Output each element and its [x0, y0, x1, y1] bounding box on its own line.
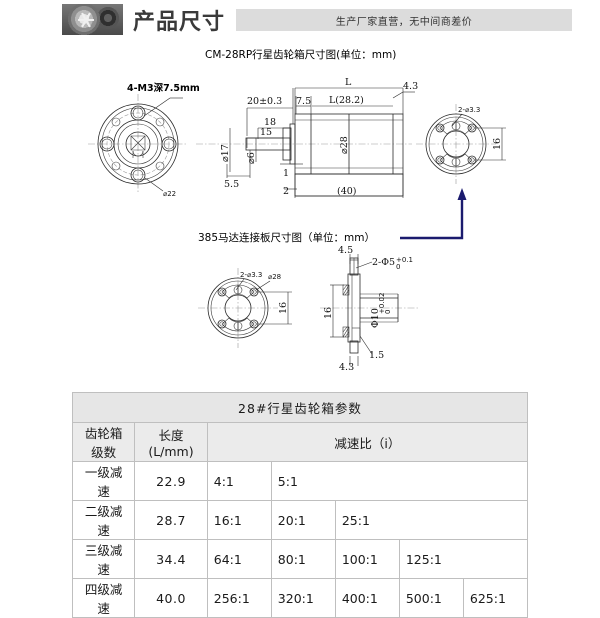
cell-length: 40.0	[134, 578, 208, 618]
cell-ratio: 5:1	[270, 461, 529, 501]
dim-bore-10: Φ10	[370, 308, 381, 328]
dim-section-16: 16	[323, 307, 334, 319]
dim-15: 15	[260, 127, 272, 138]
dim-18: 18	[264, 117, 276, 128]
table-row: 四级减速 40.0 256:1 320:1 400:1 500:1 625:1	[71, 578, 529, 618]
navy-arrow	[400, 188, 467, 240]
cell-ratio: 80:1	[270, 539, 336, 579]
dim-dia-17: ⌀17	[220, 144, 231, 162]
tol-bore-10-upper: +0.02	[378, 293, 386, 314]
header-banner: 生产厂家直营，无中间商差价	[236, 9, 572, 31]
cell-ratio: 125:1	[398, 539, 529, 579]
header-length: 长度(L/mm)	[134, 422, 208, 462]
tol-bore-5-upper: +0.1	[396, 256, 413, 264]
dim-1: 1	[283, 168, 289, 179]
motor-plate-front-view: 2-⌀3.3 ⌀28 16	[198, 268, 292, 348]
table-row: 三级减速 34.4 64:1 80:1 100:1 125:1	[71, 539, 529, 579]
table-title-row: 28#行星齿轮箱参数	[72, 392, 528, 423]
parameter-table: 28#行星齿轮箱参数 齿轮箱级数 长度(L/mm) 减速比（i） 一级减速 22…	[71, 392, 529, 618]
front-flange-view: 4-M3深7.5mm ⌀22	[88, 82, 200, 198]
cell-length: 34.4	[134, 539, 208, 579]
callout-4m3: 4-M3深7.5mm	[127, 82, 200, 94]
header-stage: 齿轮箱级数	[71, 422, 136, 462]
dim-flange-dia: ⌀22	[163, 190, 176, 198]
technical-drawing-svg: 4-M3深7.5mm ⌀22	[88, 77, 506, 373]
dim-section-1-5: 1.5	[369, 350, 384, 361]
page-header: 产品尺寸 生产厂家直营，无中间商差价	[0, 0, 600, 36]
dim-dia-28: ⌀28	[339, 136, 350, 154]
cell-ratio: 625:1	[462, 578, 529, 618]
dim-7-5: 7.5	[296, 96, 311, 107]
dim-L: L	[345, 77, 352, 88]
cell-ratio: 25:1	[334, 500, 529, 540]
cell-ratio: 500:1	[398, 578, 464, 618]
table-row: 一级减速 22.9 4:1 5:1	[71, 461, 529, 501]
gear-logo-icon	[62, 4, 123, 35]
header-banner-text: 生产厂家直营，无中间商差价	[335, 16, 473, 28]
table-title: 28#行星齿轮箱参数	[72, 392, 528, 423]
dim-4-3: 4.3	[403, 81, 418, 92]
cell-ratio: 20:1	[270, 500, 336, 540]
cell-stage: 三级减速	[71, 539, 136, 579]
dim-total-len: (40)	[337, 186, 357, 197]
cell-stage: 四级减速	[71, 578, 136, 618]
callout-rear-holes: 2-⌀3.3	[458, 106, 480, 114]
dim-plate-16: 16	[278, 302, 289, 314]
dim-5-5: 5.5	[224, 179, 239, 190]
drawing-title-gearbox: CM-28RP行星齿轮箱尺寸图(单位：mm)	[205, 49, 397, 61]
cell-ratio: 320:1	[270, 578, 336, 618]
dim-bore-5: 2-Φ5	[372, 257, 395, 268]
cell-ratio: 256:1	[206, 578, 272, 618]
dim-rear-16: 16	[492, 138, 503, 150]
cell-length: 22.9	[134, 461, 208, 501]
cell-stage: 二级减速	[71, 500, 136, 540]
cell-stage: 一级减速	[71, 461, 136, 501]
dim-section-4-5: 4.5	[338, 245, 353, 256]
tol-bore-5-lower: 0	[396, 263, 400, 271]
callout-plate-holes: 2-⌀3.3	[240, 271, 262, 279]
header-ratio: 减速比（i）	[206, 422, 529, 462]
table-row: 二级减速 28.7 16:1 20:1 25:1	[71, 500, 529, 540]
dim-section-4-3: 4.3	[339, 362, 354, 373]
cell-ratio: 64:1	[206, 539, 272, 579]
dim-plate-dia: ⌀28	[268, 273, 281, 281]
cell-length: 28.7	[134, 500, 208, 540]
drawing-area: CM-28RP行星齿轮箱尺寸图(单位：mm) 385马达连接板尺寸图（单位：mm…	[0, 36, 600, 378]
dim-2: 2	[283, 186, 289, 197]
cell-ratio: 100:1	[334, 539, 400, 579]
dim-dia-6: ⌀6	[246, 152, 257, 164]
cell-ratio: 4:1	[206, 461, 272, 501]
table-header-row: 齿轮箱级数 长度(L/mm) 减速比（i）	[71, 422, 529, 462]
motor-plate-section-view: 4.5 2-Φ5 +0.1 0 Φ10 +0.02 0 16 1.5 4.3	[320, 245, 420, 373]
cell-ratio: 16:1	[206, 500, 272, 540]
cell-ratio: 400:1	[334, 578, 400, 618]
dim-L-value: L(28.2)	[329, 95, 364, 106]
rear-plate-view: 2-⌀3.3 16	[416, 104, 506, 184]
gearbox-side-view: (40) 20±0.3 18 15 5.5 ⌀17 ⌀6	[196, 77, 418, 198]
tol-bore-10-lower: 0	[384, 310, 392, 314]
dim-20-tol: 20±0.3	[247, 96, 282, 107]
drawing-title-motor-plate: 385马达连接板尺寸图（单位：mm）	[198, 232, 375, 244]
page-title: 产品尺寸	[133, 10, 226, 35]
